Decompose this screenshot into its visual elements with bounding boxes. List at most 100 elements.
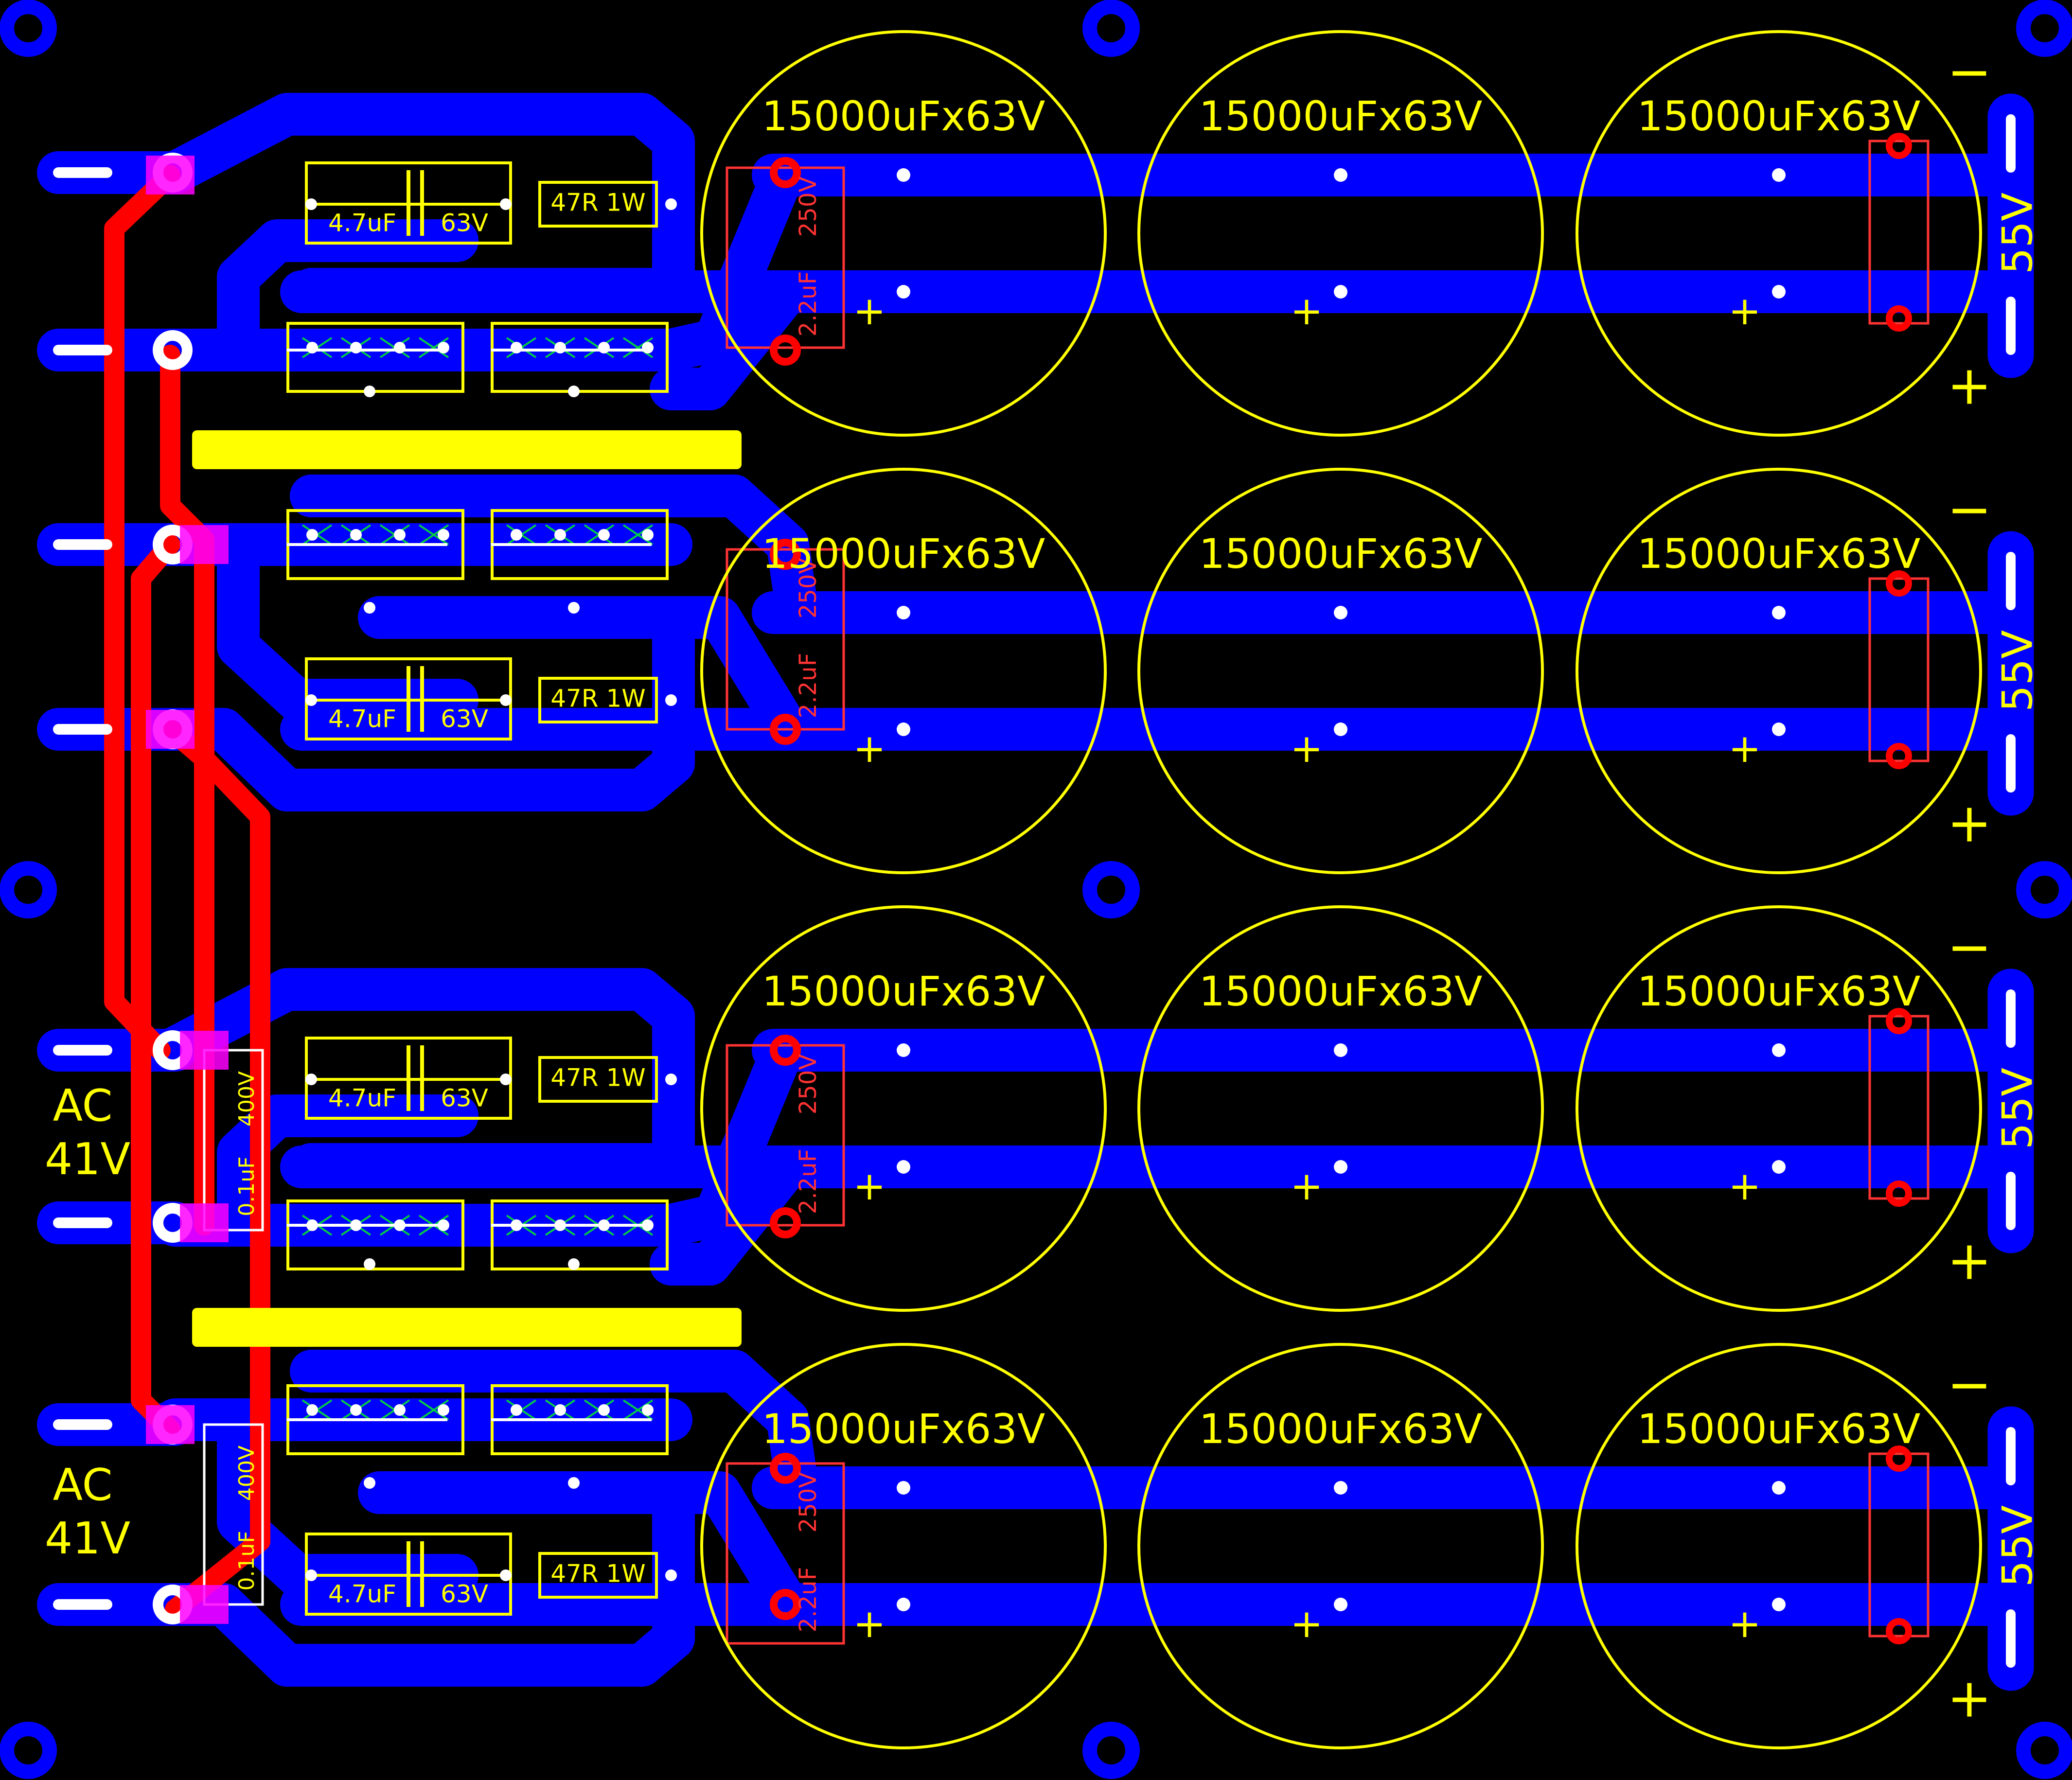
capacitor-pin: [1334, 723, 1347, 736]
silkscreen-layer: [192, 30, 1982, 1749]
film-cap-value: 2.2uF: [795, 1149, 822, 1214]
capacitor-pin: [897, 168, 910, 182]
snubber-cap-volt: 63V: [441, 705, 488, 733]
electrolytic-capacitor-outline: [700, 1343, 1107, 1749]
bridge-pin: [642, 1219, 654, 1231]
snubber-pin: [305, 1074, 317, 1085]
film-cap-pad: [770, 157, 801, 188]
electrolytic-capacitor-outline: [1576, 905, 1982, 1312]
capacitor-polarity-plus: +: [1290, 288, 1323, 334]
bypass-cap-outline: [1868, 577, 1930, 762]
film-cap-outline: [726, 1044, 845, 1227]
output-minus-label: −: [1947, 916, 1992, 978]
output-plus-label: +: [1947, 354, 1992, 416]
bridge-pin: [394, 529, 406, 541]
heatsink-bar: [192, 430, 742, 469]
layer-overlap: [146, 1405, 195, 1444]
output-minus-label: −: [1947, 1353, 1992, 1415]
bridge-pin: [511, 1404, 522, 1416]
capacitor-polarity-plus: +: [853, 1601, 885, 1646]
capacitor-pin: [1334, 168, 1347, 182]
bridge-pin: [511, 529, 522, 541]
mounting-hole: [2016, 861, 2072, 918]
output-voltage-label: 55V: [1993, 1505, 2042, 1587]
film-cap-pad: [770, 714, 801, 745]
film-cap-value: 2.2uF: [795, 271, 822, 336]
capacitor-pin: [897, 1598, 910, 1611]
electrolytic-capacitor-outline: [700, 905, 1107, 1312]
capacitor-pin: [1772, 168, 1786, 182]
capacitor-polarity-plus: +: [853, 726, 885, 771]
snubber-loop-trace: [154, 968, 695, 1179]
electrolytic-capacitor-outline: [700, 30, 1107, 437]
film-cap-pad: [770, 539, 801, 570]
bridge-pin: [554, 529, 566, 541]
bridge-pin: [568, 1258, 580, 1270]
bridge-pin: [642, 529, 654, 541]
capacitor-pin: [897, 606, 910, 619]
snubber-resistor-label: 47R 1W: [550, 1560, 646, 1588]
bridge-pin: [306, 529, 318, 541]
film-cap-pad: [770, 1207, 801, 1238]
snubber-resistor-label: 47R 1W: [550, 189, 646, 217]
capacitor-label: 15000uFx63V: [762, 968, 1045, 1015]
bridge-pin: [364, 386, 375, 397]
capacitor-polarity-plus: +: [1728, 1163, 1761, 1209]
bridge-pin: [511, 342, 522, 353]
snubber-cap-volt: 63V: [441, 1580, 488, 1608]
bypass-cap-pad: [1886, 1181, 1912, 1207]
capacitor-label: 15000uFx63V: [1199, 1405, 1483, 1453]
bridge-pos-trace: [650, 270, 809, 410]
diode-symbol: [418, 1399, 449, 1421]
snubber-resistor-outline: [538, 677, 658, 723]
bridge-pin: [554, 1404, 566, 1416]
ac-label-line2: 41V: [45, 1513, 130, 1564]
film-cap-pad: [770, 1589, 801, 1620]
layer-overlap: [180, 1031, 229, 1070]
bridge-pin: [364, 1258, 375, 1270]
output-voltage-label: 55V: [1993, 193, 2042, 274]
x-cap-outline: [203, 1423, 264, 1606]
bypass-cap-outline: [1868, 140, 1930, 325]
film-cap-value: 2.2uF: [795, 653, 822, 718]
layer-overlap: [146, 710, 195, 749]
mounting-hole: [0, 861, 57, 918]
snubber-cap-value: 4.7uF: [328, 1084, 396, 1112]
film-cap-volt: 250V: [795, 176, 822, 237]
snubber-pin: [500, 1569, 512, 1581]
bridge-pin: [438, 1219, 449, 1231]
bridge-pin: [306, 342, 318, 353]
mounting-hole: [0, 1722, 57, 1779]
bridge-pin: [568, 386, 580, 397]
snubber-pin: [665, 694, 677, 706]
bridge-pin: [511, 1219, 522, 1231]
electrolytic-capacitor-outline: [1137, 30, 1544, 437]
bridge-pin: [568, 602, 580, 614]
bypass-cap-pad: [1886, 305, 1912, 332]
electrolytic-capacitor-outline: [1576, 1343, 1982, 1749]
capacitor-label: 15000uFx63V: [762, 530, 1045, 578]
capacitor-pin: [897, 1160, 910, 1174]
bypass-cap-pad: [1886, 1618, 1912, 1644]
film-cap-outline: [726, 166, 845, 349]
x-cap-value: 0.1uF: [234, 1531, 259, 1590]
diode-symbol: [622, 524, 654, 546]
bypass-cap-pad: [1886, 133, 1912, 159]
bypass-cap-pad: [1886, 570, 1912, 597]
bridge-pin: [598, 342, 610, 353]
mounting-hole: [1082, 1722, 1140, 1779]
bridge-pin: [598, 529, 610, 541]
film-cap-pad: [770, 335, 801, 366]
film-cap-value: 2.2uF: [795, 1567, 822, 1632]
bridge-pin: [438, 342, 449, 353]
snubber-pin: [305, 694, 317, 706]
capacitor-pin: [1772, 285, 1786, 299]
capacitor-polarity-plus: +: [1290, 1163, 1323, 1209]
mounting-hole: [2016, 0, 2072, 57]
capacitor-label: 15000uFx63V: [1637, 92, 1921, 140]
electrolytic-capacitor-outline: [1137, 1343, 1544, 1749]
capacitor-pin: [897, 285, 910, 299]
capacitor-pin: [897, 1043, 910, 1057]
